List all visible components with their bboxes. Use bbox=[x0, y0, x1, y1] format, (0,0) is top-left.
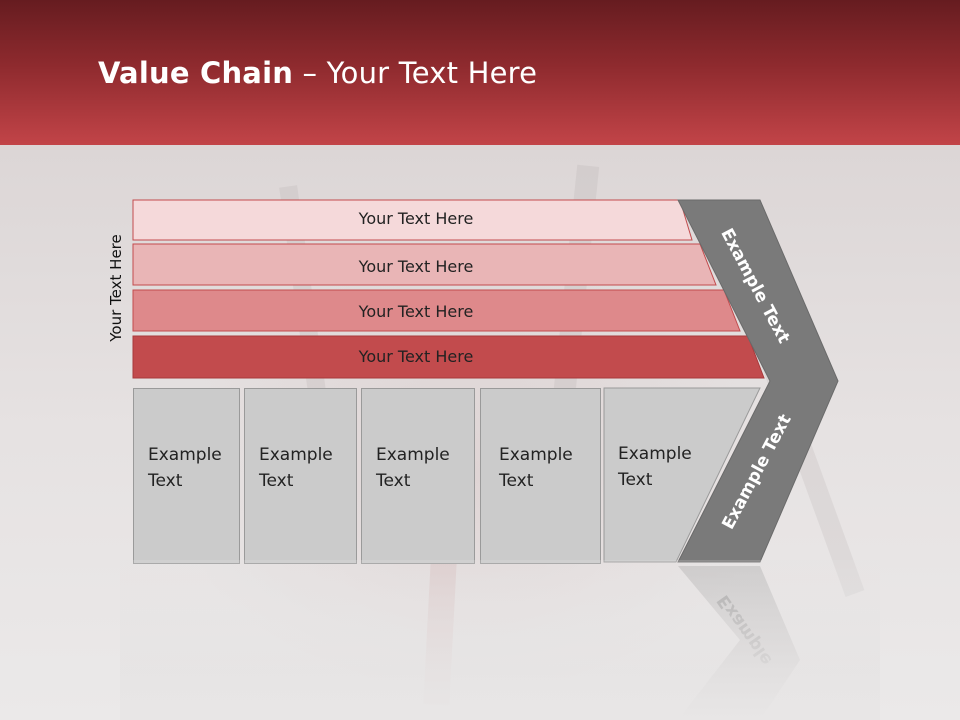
title-bar bbox=[0, 0, 960, 145]
column-2-line-2: Text bbox=[259, 471, 294, 491]
bar-2 bbox=[132, 243, 717, 286]
slide-title[interactable]: Value Chain – Your Text Here bbox=[98, 56, 538, 90]
bar-1-label[interactable]: Your Text Here bbox=[358, 209, 474, 228]
column-3-line-1: Example bbox=[376, 445, 450, 465]
column-4-line-1: Example bbox=[499, 445, 573, 465]
column-3-line-2: Text bbox=[376, 471, 411, 491]
bar-3 bbox=[132, 289, 741, 332]
bar-4-label[interactable]: Your Text Here bbox=[358, 347, 474, 366]
column-4-line-2: Text bbox=[499, 471, 534, 491]
bar-4 bbox=[132, 335, 765, 379]
column-5-line-2: Text bbox=[618, 470, 653, 490]
column-1-line-1: Example bbox=[148, 445, 222, 465]
bar-1 bbox=[132, 199, 693, 241]
bar-2-label[interactable]: Your Text Here bbox=[358, 257, 474, 276]
bar-3-label[interactable]: Your Text Here bbox=[358, 302, 474, 321]
column-2-line-1: Example bbox=[259, 445, 333, 465]
reflection-fade bbox=[120, 560, 880, 720]
column-1-line-2: Text bbox=[148, 471, 183, 491]
column-5-line-1: Example bbox=[618, 444, 692, 464]
